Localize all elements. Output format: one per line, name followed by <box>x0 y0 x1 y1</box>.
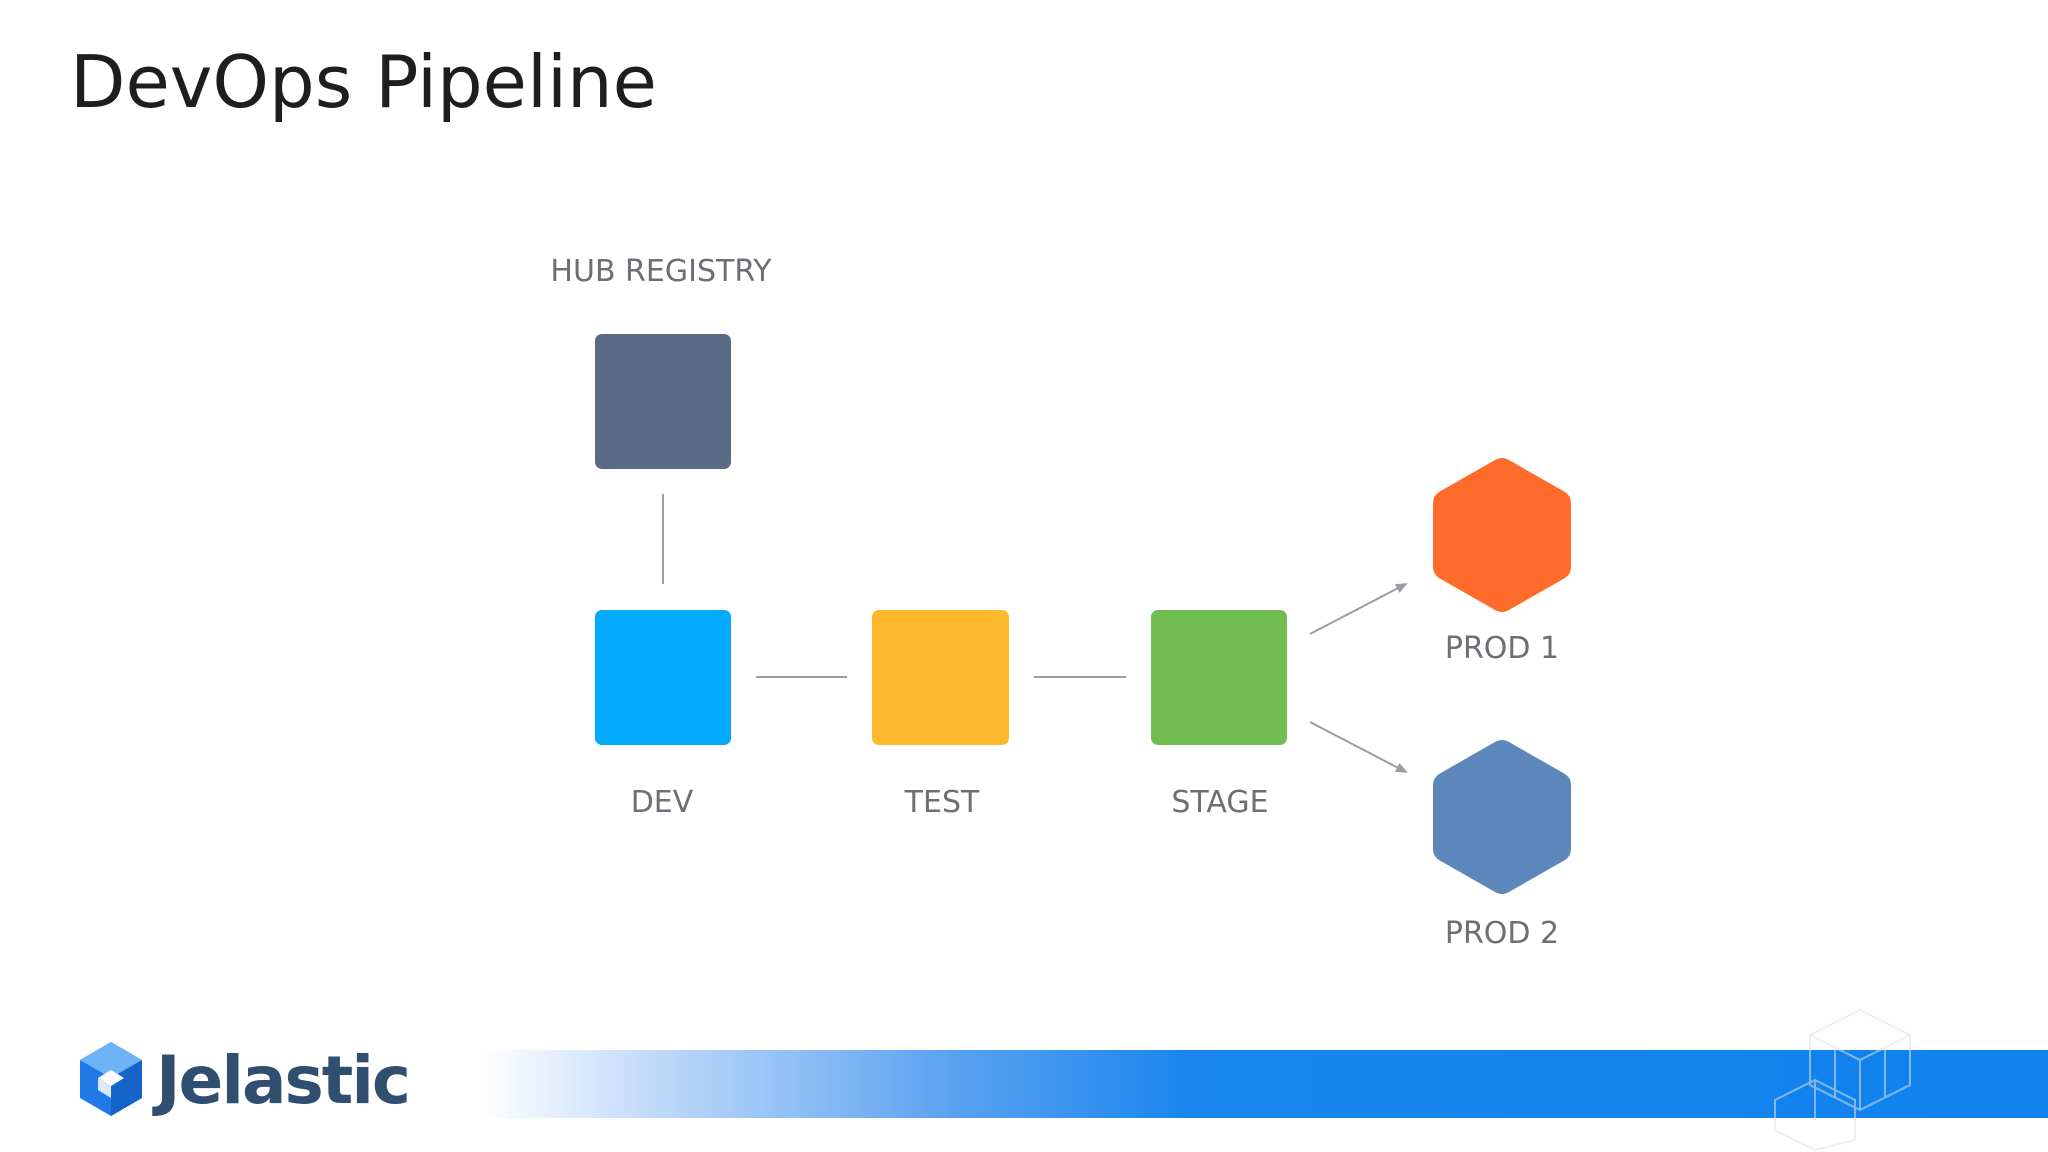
node-hub-registry <box>595 334 731 469</box>
label-stage: STAGE <box>1171 785 1269 820</box>
logo-text: Jelastic <box>156 1041 411 1119</box>
arrow-stage-prod2 <box>1309 721 1408 773</box>
footer-accent-bar <box>480 1050 2048 1118</box>
node-stage <box>1151 610 1287 745</box>
node-prod2-hexagon <box>1433 740 1571 894</box>
label-hub-registry: HUB REGISTRY <box>550 254 772 289</box>
jelastic-logo: Jelastic <box>76 1040 411 1120</box>
label-test: TEST <box>904 785 980 820</box>
jelastic-cube-logo-icon <box>80 1042 142 1116</box>
node-prod1-hexagon <box>1433 458 1571 612</box>
label-prod2: PROD 2 <box>1444 916 1560 951</box>
arrow-stage-prod1 <box>1309 583 1408 635</box>
node-test <box>872 610 1009 745</box>
cubes-watermark-icon <box>1774 1008 1913 1150</box>
label-dev: DEV <box>630 785 694 820</box>
node-dev <box>595 610 731 745</box>
label-prod1: PROD 1 <box>1444 631 1560 666</box>
slide-title: DevOps Pipeline <box>70 40 657 124</box>
